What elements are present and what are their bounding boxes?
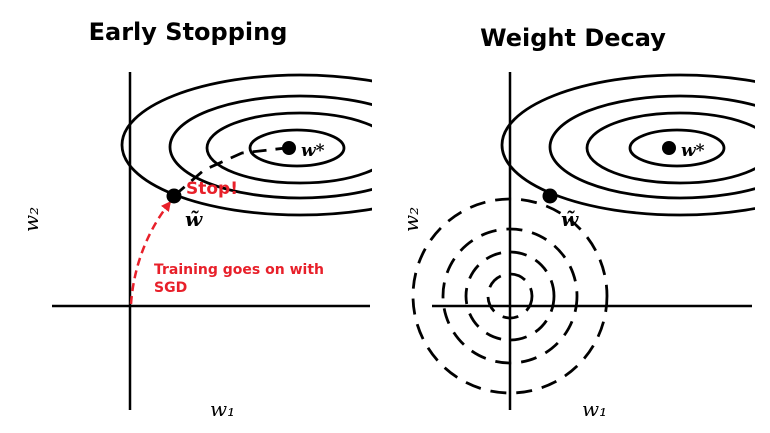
left-panel-title: Early Stopping — [89, 18, 288, 46]
right-contour-3 — [548, 94, 755, 200]
training-note-line2: SGD — [154, 280, 187, 296]
training-note-line1: Training goes on with — [154, 262, 324, 278]
training-arrow — [129, 201, 172, 305]
regularizer-circle-2 — [464, 250, 556, 342]
left-optimum-label: w* — [301, 141, 325, 161]
stop-annotation: Stop! — [186, 179, 238, 199]
early-stopping-panel: Early Stopping w* Stop! w̃ Training goes… — [19, 18, 372, 421]
left-contour-inner — [248, 128, 346, 168]
left-contour-2 — [205, 111, 372, 185]
left-contour-3 — [168, 94, 372, 200]
right-contour-inner — [628, 128, 726, 168]
regularizer-circle-outer — [411, 197, 609, 395]
left-optimization-path — [173, 146, 287, 198]
left-contour-outer — [120, 73, 372, 217]
right-solution-point-label: w̃ — [561, 207, 579, 231]
left-x-axis-label: w₁ — [210, 397, 235, 421]
weight-decay-panel: Weight Decay w* w̃ w₁ w₂ — [399, 24, 755, 421]
right-contour-2 — [585, 111, 755, 185]
left-y-axis-label: w₂ — [19, 207, 43, 232]
left-stop-point-label: w̃ — [185, 207, 203, 231]
right-solution-point — [542, 188, 558, 204]
left-stop-point — [166, 188, 182, 204]
left-optimum-point — [282, 141, 296, 155]
right-panel-title: Weight Decay — [480, 24, 666, 52]
regularizer-circle-3 — [441, 227, 579, 365]
right-optimum-label: w* — [681, 141, 705, 161]
right-x-axis-label: w₁ — [582, 397, 607, 421]
right-optimum-point — [662, 141, 676, 155]
right-contour-outer — [500, 73, 755, 217]
right-y-axis-label: w₂ — [399, 207, 423, 232]
regularizer-circle-inner — [486, 272, 534, 320]
